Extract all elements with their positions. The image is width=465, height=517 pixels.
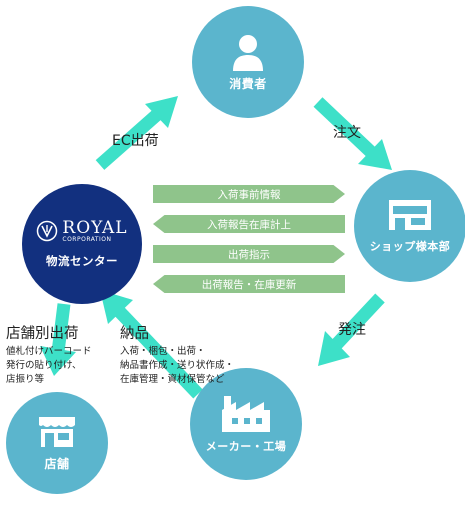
note-line: 発行の貼り付け、	[6, 360, 82, 371]
band-arrival-advance-info: 入荷事前情報	[153, 185, 345, 203]
arrow-ec-shipping	[95, 96, 178, 170]
node-store: 店舗	[6, 392, 108, 494]
note-line: 値札付けバーコード	[6, 346, 92, 357]
label-order: 注文	[333, 125, 361, 141]
factory-icon	[222, 396, 270, 432]
royal-logo: ROYAL CORPORATION	[36, 217, 128, 243]
note-delivery: 入荷・梱包・出荷・ 納品書作成・送り状作成・ 在庫管理・資材保管など	[120, 345, 234, 387]
note-line: 納品書作成・送り状作成・	[120, 360, 235, 371]
node-shop-hq: ショップ様本部	[354, 170, 465, 282]
node-label-consumer: 消費者	[229, 76, 267, 91]
band-label: 入荷報告在庫計上	[207, 218, 291, 231]
band-arrival-report-stock: 入荷報告在庫計上	[153, 215, 345, 233]
arrow-store-shipping	[40, 303, 76, 376]
person-icon	[233, 34, 263, 71]
band-shipping-instruction: 出荷指示	[153, 245, 345, 263]
arrow-delivery	[100, 290, 203, 399]
note-line: 在庫管理・資材保管など	[120, 374, 225, 385]
note-line: 入荷・梱包・出荷・	[120, 346, 206, 357]
label-purchase-order: 発注	[338, 322, 366, 338]
royal-logo-text: ROYAL	[62, 217, 128, 238]
node-label-maker: メーカー・工場	[205, 440, 287, 453]
label-ec-shipping: EC出荷	[112, 133, 159, 149]
node-maker: メーカー・工場	[190, 368, 302, 480]
note-store-shipping: 値札付けバーコード 発行の貼り付け、 店振り等	[6, 345, 92, 387]
band-shipping-report-stock-update: 出荷報告・在庫更新	[153, 275, 345, 293]
label-delivery: 納品	[120, 326, 149, 342]
node-label-store: 店舗	[44, 456, 70, 471]
royal-logo-subtext: CORPORATION	[62, 235, 112, 243]
node-label-shop-hq: ショップ様本部	[369, 240, 451, 253]
band-label: 入荷事前情報	[217, 188, 281, 201]
note-line: 店振り等	[6, 374, 45, 385]
node-consumer: 消費者	[192, 6, 304, 118]
storefront-icon	[39, 416, 75, 447]
label-store-shipping: 店舗別出荷	[6, 326, 79, 342]
arrow-purchase-order	[318, 293, 385, 366]
building-icon	[389, 200, 431, 230]
node-logistics-center: ROYAL CORPORATION 物流センター	[22, 184, 142, 304]
node-label-logistics-center: 物流センター	[46, 253, 118, 268]
royal-logo-mark-icon	[37, 220, 58, 242]
arrow-order	[313, 97, 392, 170]
band-label: 出荷報告・在庫更新	[201, 278, 297, 291]
band-label: 出荷指示	[228, 248, 270, 261]
